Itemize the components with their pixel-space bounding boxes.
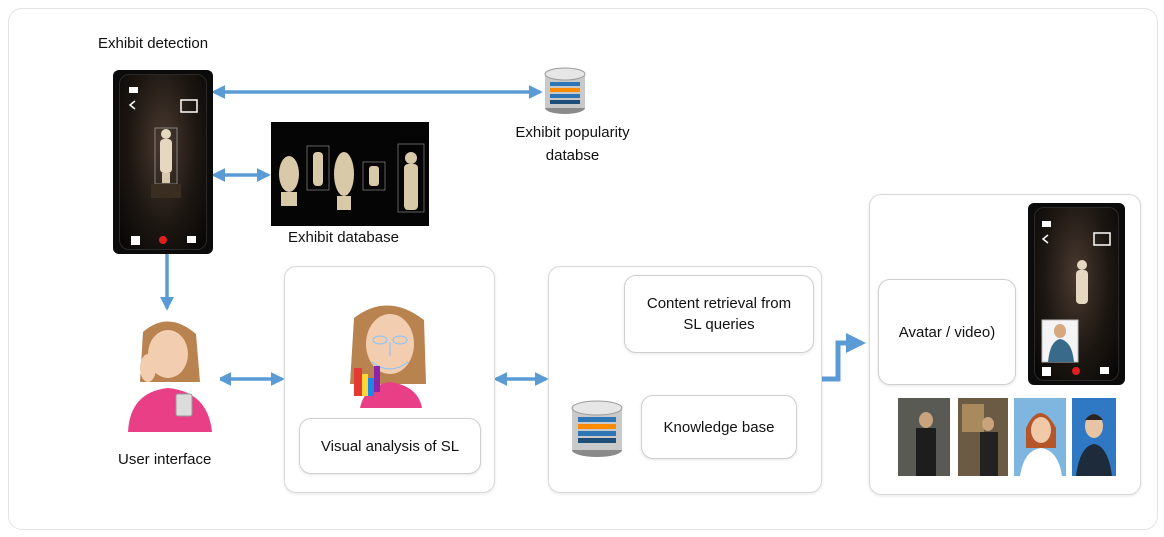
exhibit-database-label: Exhibit database (288, 229, 399, 246)
arrow-kb-avatar (821, 333, 866, 382)
visual-analysis-box: Visual analysis of SL (299, 418, 481, 474)
exhibit-popularity-label-2: databse (545, 147, 600, 164)
diagram-frame (8, 8, 1158, 530)
video-thumb-2 (958, 398, 1008, 476)
video-thumb-1 (898, 398, 950, 476)
avatar-video-label: Avatar / video) (898, 323, 996, 341)
phone-exhibit-detection (113, 70, 213, 254)
knowledge-base-label: Knowledge base (663, 418, 775, 436)
visual-analysis-label: Visual analysis of SL (320, 437, 460, 455)
content-retrieval-label-1: Content retrieval from (646, 295, 792, 312)
exhibit-database-image (271, 122, 429, 226)
exhibit-popularity-label-1: Exhibit popularity (515, 124, 630, 141)
content-retrieval-label-2: SL queries (683, 316, 755, 333)
exhibit-detection-label: Exhibit detection (98, 35, 209, 52)
phone-avatar (1028, 203, 1125, 385)
record-button-icon (159, 236, 167, 244)
content-retrieval-box: Content retrieval from SL queries (624, 275, 814, 353)
sl-analysis-photo (340, 296, 436, 408)
database-icon (544, 67, 586, 114)
user-photo (118, 312, 220, 432)
database-icon (571, 400, 623, 457)
camera-icon (129, 87, 138, 93)
user-interface-label: User interface (118, 451, 212, 468)
avatar-video-box: Avatar / video) (878, 279, 1016, 385)
avatar-thumb-1 (1014, 398, 1066, 476)
avatar-thumb-2 (1072, 398, 1116, 476)
knowledge-base-box: Knowledge base (641, 395, 797, 459)
back-chevron-icon (128, 100, 136, 110)
